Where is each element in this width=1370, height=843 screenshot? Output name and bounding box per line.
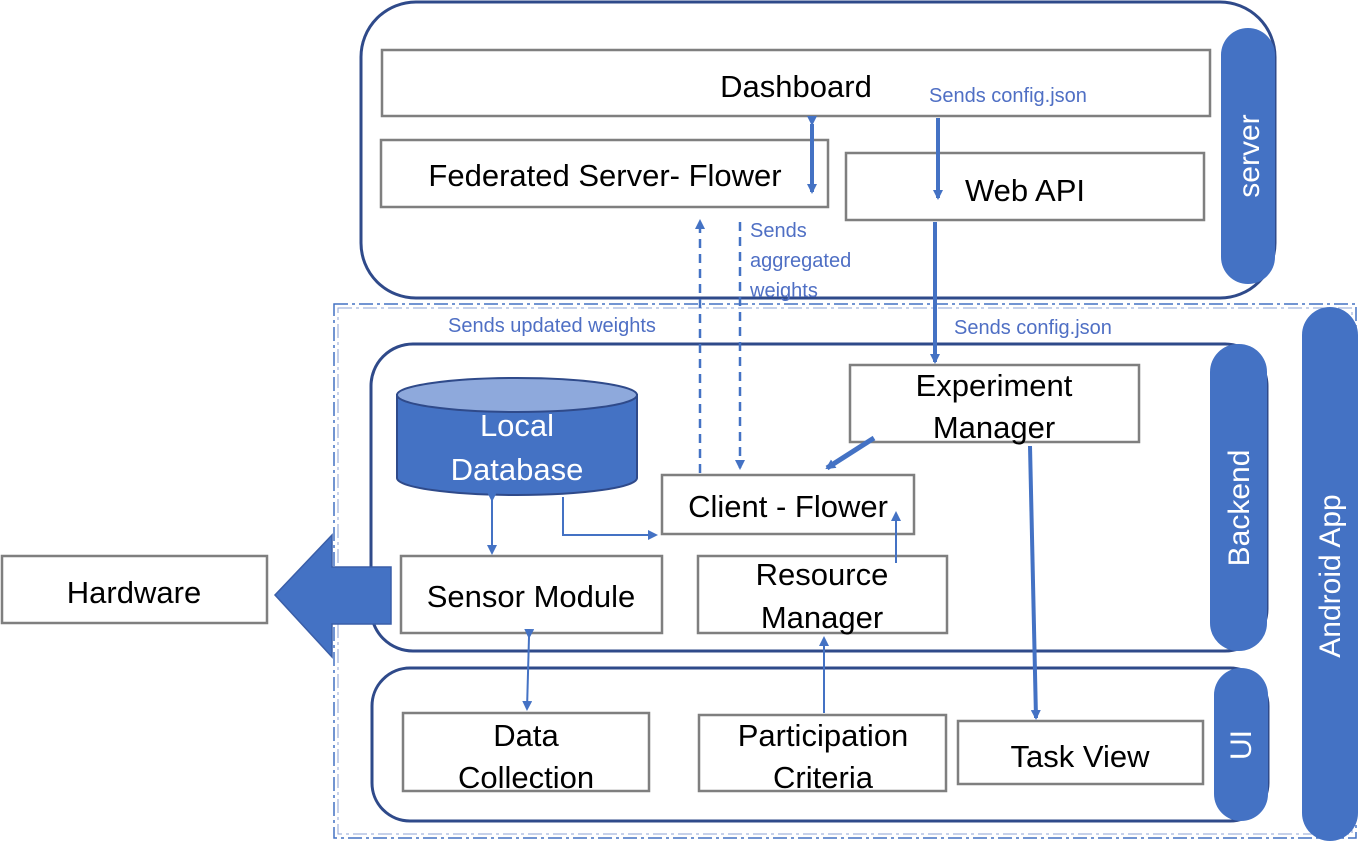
- ui-side-label: UI: [1225, 730, 1258, 760]
- experiment-manager-label-2: Manager: [933, 410, 1055, 445]
- experiment-manager-box: [848, 363, 1141, 444]
- server-side-pill: [1221, 28, 1275, 284]
- note-sends-config-server: Sends config.json: [929, 85, 1087, 107]
- data-collection-box: [401, 711, 651, 793]
- data-collection-label-2: Collection: [458, 760, 594, 795]
- client-flower-label: Client - Flower: [688, 489, 888, 524]
- dashboard-box: [380, 48, 1212, 118]
- participation-criteria-label-2: Criteria: [773, 760, 874, 795]
- note-sends-aggregated-2: aggregated: [750, 250, 851, 272]
- hardware-block-arrow: [273, 533, 392, 659]
- federated-server-label: Federated Server- Flower: [428, 158, 781, 193]
- dashboard-label: Dashboard: [720, 69, 872, 104]
- resource-manager-label-2: Manager: [761, 600, 883, 635]
- federated-server-box: [379, 138, 830, 209]
- note-sends-aggregated-3: weights: [749, 280, 818, 302]
- participation-criteria-box: [697, 713, 948, 793]
- participation-criteria-label-1: Participation: [738, 718, 909, 753]
- resource-manager-box: [696, 554, 949, 635]
- client-flower-box: [660, 473, 916, 536]
- backend-side-label: Backend: [1223, 450, 1256, 567]
- note-sends-updated-weights: Sends updated weights: [448, 315, 656, 337]
- server-side-label: server: [1233, 114, 1266, 197]
- sensor-module-box: [399, 554, 664, 635]
- experiment-manager-label-1: Experiment: [916, 368, 1073, 403]
- database-client-arrow: [562, 497, 658, 540]
- data-collection-label-1: Data: [493, 718, 559, 753]
- task-view-label: Task View: [1011, 739, 1151, 774]
- note-sends-config-app: Sends config.json: [954, 317, 1112, 339]
- local-database-cylinder: [396, 377, 638, 496]
- note-sends-aggregated-1: Sends: [750, 220, 807, 242]
- local-database-label-2: Database: [451, 452, 584, 487]
- web-api-label: Web API: [965, 173, 1085, 208]
- experiment-client-arrow: [825, 435, 876, 471]
- backend-side-pill: [1210, 344, 1267, 651]
- android-app-side-label: Android App: [1314, 494, 1347, 657]
- experiment-taskview-arrow: [1028, 445, 1041, 720]
- hardware-box: [0, 554, 269, 625]
- hardware-label: Hardware: [67, 575, 201, 610]
- resource-manager-label-1: Resource: [756, 557, 889, 592]
- android-app-side-pill: [1302, 307, 1358, 841]
- ui-side-pill: [1214, 668, 1268, 821]
- sensor-datacollection-arrow: [522, 628, 535, 711]
- local-database-label-1: Local: [480, 408, 554, 443]
- web-api-box: [844, 151, 1206, 222]
- task-view-box: [956, 719, 1205, 786]
- sensor-module-label: Sensor Module: [427, 579, 636, 614]
